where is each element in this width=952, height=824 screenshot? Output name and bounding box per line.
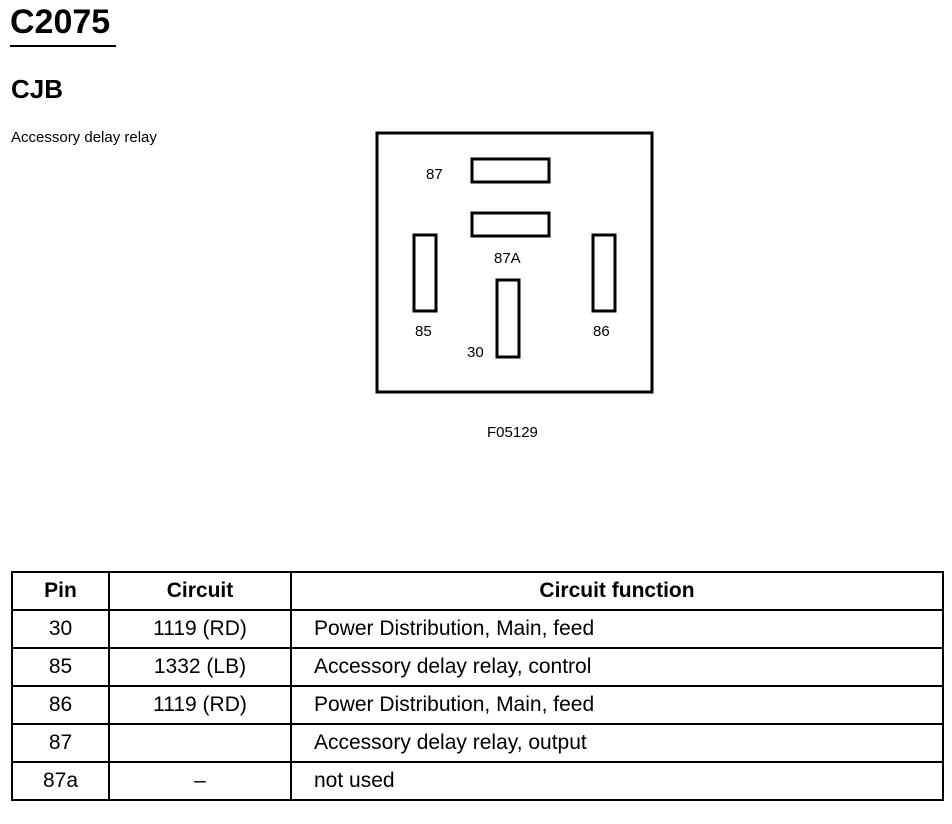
cell-circuit: 1332 (LB) (108, 647, 292, 687)
cell-circuit-function: Power Distribution, Main, feed (290, 685, 944, 725)
table-row: 85 1332 (LB) Accessory delay relay, cont… (11, 647, 944, 687)
figure-id: F05129 (487, 424, 538, 441)
cell-circuit-function: Power Distribution, Main, feed (290, 609, 944, 649)
table-row: 86 1119 (RD) Power Distribution, Main, f… (11, 685, 944, 725)
relay-outline (375, 131, 654, 394)
cell-circuit-function: not used (290, 761, 944, 801)
cell-pin: 85 (11, 647, 110, 687)
pin-label-30: 30 (467, 344, 484, 361)
terminal-30 (495, 278, 521, 359)
location-heading: CJB (11, 74, 64, 104)
pin-label-86: 86 (593, 323, 610, 340)
table-header-row: Pin Circuit Circuit function (11, 571, 944, 611)
title-underline (10, 45, 116, 47)
cell-pin: 86 (11, 685, 110, 725)
terminal-86 (591, 233, 617, 313)
header-circuit: Circuit (108, 571, 292, 611)
terminal-87a (470, 211, 551, 238)
table-row: 30 1119 (RD) Power Distribution, Main, f… (11, 609, 944, 649)
cell-circuit: 1119 (RD) (108, 685, 292, 725)
pin-label-87a: 87A (494, 250, 521, 267)
terminal-85 (412, 233, 438, 313)
table-row: 87a – not used (11, 761, 944, 801)
header-pin: Pin (11, 571, 110, 611)
cell-pin: 30 (11, 609, 110, 649)
pin-label-85: 85 (415, 323, 432, 340)
terminal-87 (470, 157, 551, 184)
pin-label-87: 87 (426, 166, 443, 183)
header-circuit-function: Circuit function (290, 571, 944, 611)
cell-circuit (108, 723, 292, 763)
cell-circuit: 1119 (RD) (108, 609, 292, 649)
cell-circuit: – (108, 761, 292, 801)
cell-pin: 87a (11, 761, 110, 801)
connector-description: Accessory delay relay (11, 129, 157, 146)
table-row: 87 Accessory delay relay, output (11, 723, 944, 763)
pin-table: Pin Circuit Circuit function 30 1119 (RD… (11, 571, 944, 801)
cell-circuit-function: Accessory delay relay, control (290, 647, 944, 687)
connector-id-title: C2075 (10, 3, 111, 41)
cell-pin: 87 (11, 723, 110, 763)
cell-circuit-function: Accessory delay relay, output (290, 723, 944, 763)
relay-pinout-diagram: 87 87A 85 86 30 F05129 (375, 131, 654, 441)
